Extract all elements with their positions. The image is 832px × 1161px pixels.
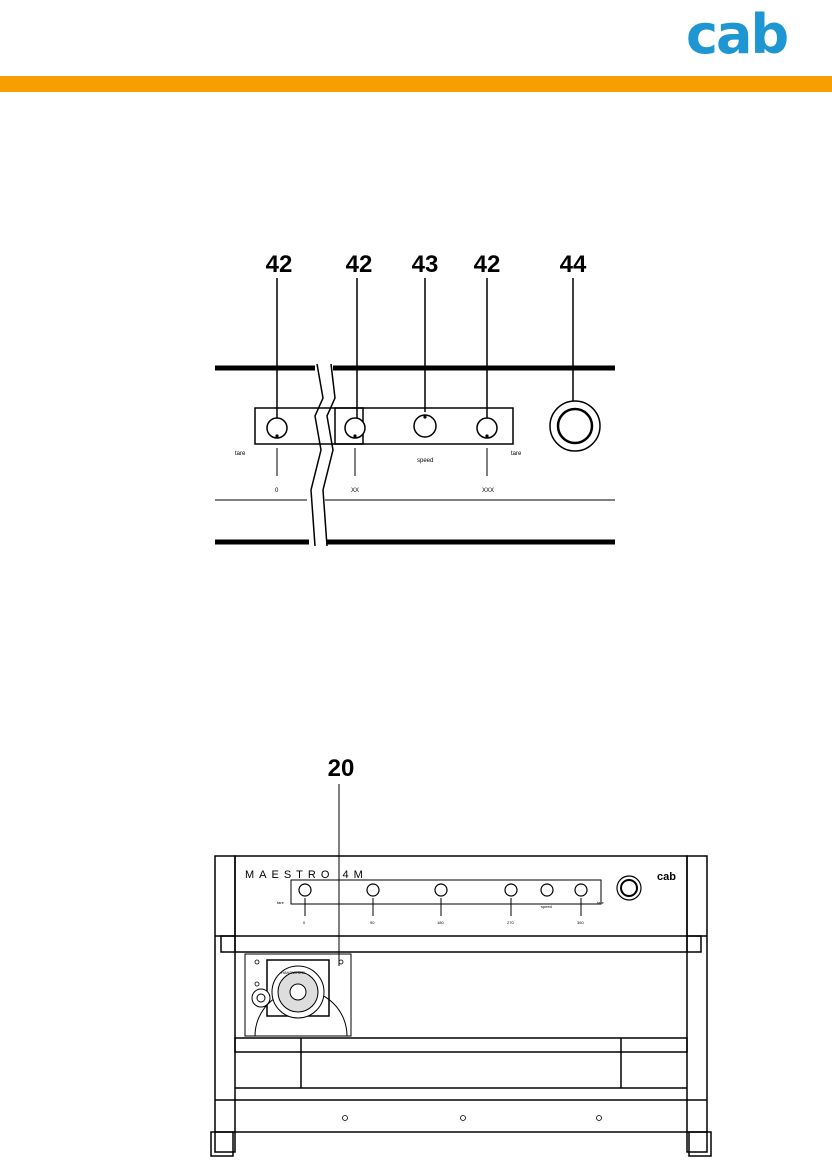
cab-logo: cab xyxy=(686,8,787,62)
handwheel-knob xyxy=(290,984,306,1000)
panel-knob-4 xyxy=(505,884,517,896)
panel-knob-2 xyxy=(367,884,379,896)
panel-label-k4: 270 xyxy=(507,920,514,925)
panel-label-speed: speed xyxy=(541,904,552,909)
panel-label-k3: 180 xyxy=(437,920,444,925)
label-knob-4: XXX xyxy=(482,488,494,494)
label-tare-right: tare xyxy=(511,451,522,457)
model-name: MAESTRO 4M xyxy=(245,869,368,881)
panel-main-button-inner xyxy=(621,880,637,896)
panel-label-tare-right: tare xyxy=(597,900,605,905)
callout-42-c: 42 xyxy=(474,251,501,278)
callout-44: 44 xyxy=(560,251,587,278)
handwheel-label: HANDWHEEL xyxy=(281,970,307,975)
button-44-inner xyxy=(558,409,592,443)
panel-knob-3 xyxy=(435,884,447,896)
callout-42-b: 42 xyxy=(346,251,373,278)
label-speed: speed xyxy=(417,458,433,464)
panel-knob-5 xyxy=(575,884,587,896)
label-knob-2: XX xyxy=(351,488,359,494)
panel-knob-1 xyxy=(299,884,311,896)
maestro-front-view-figure: 20 xyxy=(205,748,717,1161)
panel-label-tare-left: tare xyxy=(277,900,285,905)
callout-20: 20 xyxy=(328,755,355,782)
panel-label-k2: 90 xyxy=(370,920,375,925)
label-tare-left: tare xyxy=(235,451,246,457)
callout-43: 43 xyxy=(412,251,439,278)
control-panel-detail-figure: 42 42 43 42 44 xyxy=(205,240,625,552)
callout-42-a: 42 xyxy=(266,251,293,278)
panel-brand: cab xyxy=(657,871,676,883)
panel-label-k5: 360 xyxy=(577,920,584,925)
panel-knob-speed xyxy=(541,884,553,896)
header-accent-bar xyxy=(0,76,832,92)
